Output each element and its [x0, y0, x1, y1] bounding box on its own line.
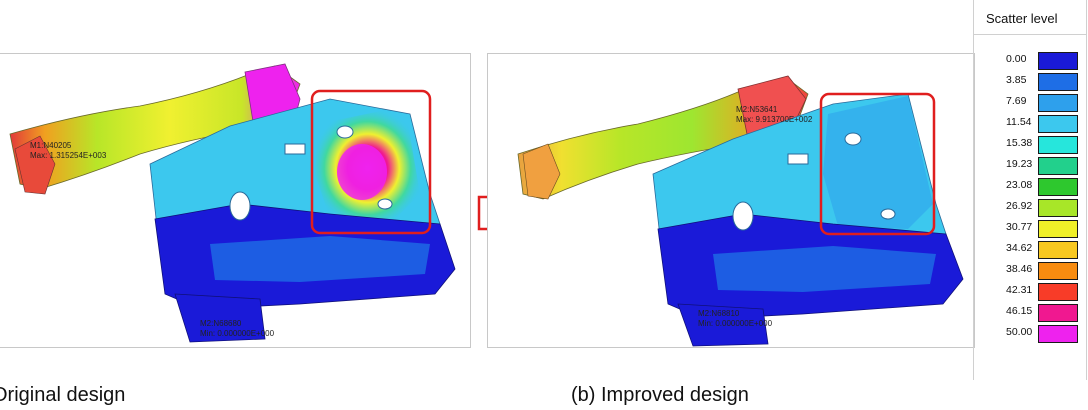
improved-design-image: M2:N53641 Max: 9.913700E+002 M2:N68810 M…	[517, 75, 964, 347]
scale-swatch	[1038, 262, 1078, 280]
min-node-label: M2:N68680	[200, 319, 242, 328]
min-value-label: Min: 0.000000E+000	[698, 319, 773, 328]
scale-tick-label: 3.85	[1006, 74, 1027, 86]
scale-title: Scatter level	[973, 0, 1087, 35]
scale-tick-label: 7.69	[1006, 95, 1027, 107]
scale-swatch	[1038, 199, 1078, 217]
max-value-label: Max: 1.315254E+003	[30, 151, 107, 160]
scale-swatch	[1038, 52, 1078, 70]
scale-swatch	[1038, 241, 1078, 259]
caption-original-design: Original design	[0, 384, 126, 406]
scale-tick-label: 38.46	[1006, 263, 1033, 275]
caption-improved-design: (b) Improved design	[571, 384, 749, 406]
scale-tick-label: 50.00	[1006, 326, 1033, 338]
scale-swatch	[1038, 178, 1078, 196]
scale-swatch	[1038, 136, 1078, 154]
scale-swatch	[1038, 304, 1078, 322]
scale-swatch	[1038, 325, 1078, 343]
scale-swatch	[1038, 283, 1078, 301]
scale-tick-label: 0.00	[1006, 53, 1027, 65]
original-design-panel: M1:N40205 Max: 1.315254E+003 M2:N68680 M…	[0, 53, 471, 348]
scale-tick-label: 11.54	[1006, 116, 1032, 128]
max-node-label: M1:N40205	[30, 141, 72, 150]
scale-tick-label: 34.62	[1006, 242, 1033, 254]
scale-tick-label: 26.92	[1006, 200, 1033, 212]
scale-swatch	[1038, 94, 1078, 112]
scale-tick-label: 23.08	[1006, 179, 1033, 191]
scale-tick-label: 15.38	[1006, 137, 1033, 149]
scale-swatch	[1038, 220, 1078, 238]
improved-design-panel: M2:N53641 Max: 9.913700E+002 M2:N68810 M…	[487, 53, 975, 348]
scale-swatch	[1038, 157, 1078, 175]
color-scale-legend	[973, 35, 1087, 380]
max-value-label: Max: 9.913700E+002	[736, 115, 813, 124]
scale-swatch	[1038, 73, 1078, 91]
highlight-box	[819, 92, 936, 236]
scale-tick-label: 30.77	[1006, 221, 1033, 233]
min-value-label: Min: 0.000000E+000	[200, 329, 275, 338]
scale-tick-label: 42.31	[1006, 284, 1033, 296]
max-node-label: M2:N53641	[736, 105, 778, 114]
highlight-box	[310, 89, 432, 235]
scale-swatch	[1038, 115, 1078, 133]
original-design-image: M1:N40205 Max: 1.315254E+003 M2:N68680 M…	[9, 63, 456, 343]
scale-tick-label: 46.15	[1006, 305, 1033, 317]
scale-tick-label: 19.23	[1006, 158, 1033, 170]
min-node-label: M2:N68810	[698, 309, 740, 318]
